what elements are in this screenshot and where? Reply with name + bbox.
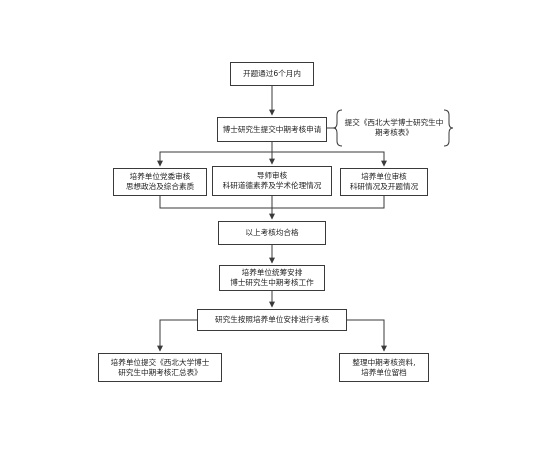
node-apply-line-1: 博士研究生提交中期考核申请 xyxy=(222,124,322,134)
node-unit-review: 培养单位审核 科研情况及开题情况 xyxy=(340,168,428,196)
node-pass-line-1: 以上考核均合格 xyxy=(245,228,299,237)
node-supervisor-review: 导师审核 科研道德素养及学术伦理情况 xyxy=(212,166,332,196)
node-start-line-1: 开题通过6个月内 xyxy=(243,69,301,78)
node-submit-summary: 培养单位提交《西北大学博士 研究生中期考核汇总表》 xyxy=(98,353,222,382)
node-arrange-line-1: 培养单位统筹安排 xyxy=(241,268,303,277)
node-unit-arrange: 培养单位统筹安排 博士研究生中期考核工作 xyxy=(219,265,325,291)
edge-conduct-to-archive xyxy=(329,319,387,352)
node-unit-line-1: 培养单位审核 xyxy=(361,172,407,181)
edge-conduct-to-summary xyxy=(157,319,215,352)
node-supervisor-line-1: 导师审核 xyxy=(256,171,288,180)
node-conduct-assessment: 研究生按照培养单位安排进行考核 xyxy=(197,309,347,331)
annotation-left-brace xyxy=(332,109,343,147)
node-start: 开题通过6个月内 xyxy=(230,62,314,86)
annotation-line-2: 期考核表》 xyxy=(375,128,413,137)
node-archive-line-1: 整理中期考核资料, xyxy=(352,357,416,367)
annotation-right-brace xyxy=(443,109,454,147)
annotation-submit-form: 提交《西北大学博士研究生中 期考核表》 xyxy=(340,118,448,140)
node-unit-line-2: 科研情况及开题情况 xyxy=(349,182,419,191)
node-party-review: 培养单位党委审核 思想政治及综合素质 xyxy=(113,168,207,196)
node-apply: 博士研究生提交中期考核申请 xyxy=(217,117,327,142)
node-archive-materials: 整理中期考核资料, 培养单位留档 xyxy=(339,353,429,382)
node-all-passed: 以上考核均合格 xyxy=(218,221,326,245)
node-conduct-line-1: 研究生按照培养单位安排进行考核 xyxy=(215,315,329,324)
node-summary-line-2: 研究生中期考核汇总表》 xyxy=(118,367,202,377)
node-arrange-line-2: 博士研究生中期考核工作 xyxy=(230,278,314,287)
node-party-line-1: 培养单位党委审核 xyxy=(129,172,191,181)
node-summary-line-1: 培养单位提交《西北大学博士 xyxy=(110,357,210,367)
annotation-line-1: 提交《西北大学博士研究生中 xyxy=(344,118,444,127)
node-party-line-2: 思想政治及综合素质 xyxy=(125,182,195,191)
node-supervisor-line-2: 科研道德素养及学术伦理情况 xyxy=(222,181,322,190)
node-archive-line-2: 培养单位留档 xyxy=(361,367,407,377)
